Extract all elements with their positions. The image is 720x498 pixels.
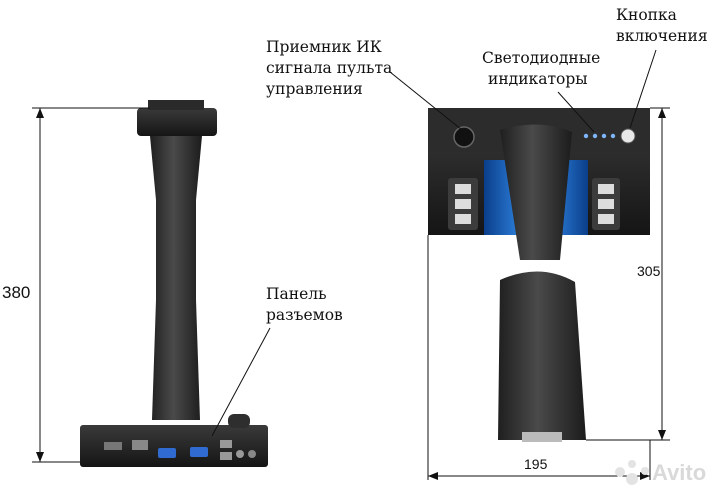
camera-head [137,108,217,136]
column-arm [150,136,202,420]
dimension-height-right [586,107,670,441]
connector-panel-leader [211,327,271,437]
power-button-leader [629,49,657,129]
dimension-height-left [32,107,150,463]
ir-receiver [453,126,475,148]
camera-head-top [498,271,586,440]
height-right-value: 305 [637,263,661,279]
top-arm [500,124,572,260]
avito-watermark: Avito [615,460,706,485]
right-view: 305 195 [427,107,670,480]
leds-label: Светодиодные индикаторы [482,49,605,88]
width-bottom-value: 195 [524,456,548,472]
height-left-value: 380 [2,283,30,302]
connector-panel-label: Панель разъемов [266,285,343,324]
avito-brand-text: Avito [652,460,706,485]
power-button-label: Кнопка включения [616,6,708,45]
led-indicators [583,133,616,139]
leds-leader [557,91,595,133]
connector-ports [104,440,256,460]
side-buttons-right [592,178,620,230]
avito-dots-icon [615,460,649,485]
ir-receiver-leader [389,71,463,131]
side-buttons-left [448,178,478,230]
ir-receiver-label: Приемник ИК сигнала пульта управления [266,38,397,98]
power-button [620,128,636,144]
left-view: 380 [2,100,268,467]
